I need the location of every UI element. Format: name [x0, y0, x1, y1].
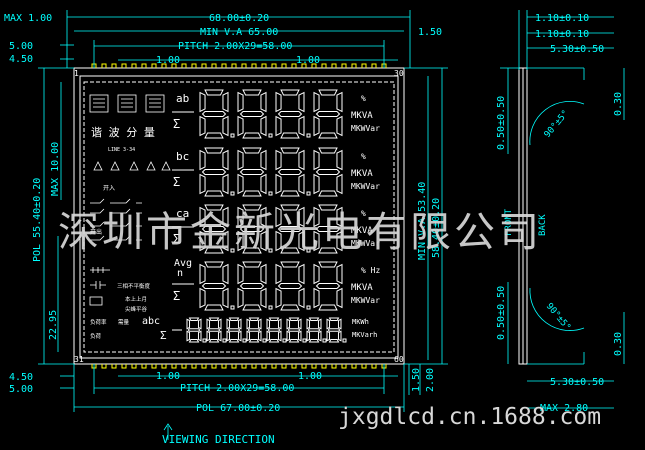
bar-icons: [89, 94, 165, 113]
energy-unit-top: MKWh: [352, 318, 369, 326]
row-unit-mid: MKVA: [351, 226, 373, 236]
row-unit-bottom: MKWVar: [351, 239, 380, 248]
side-dim-050-top: 0.50±0.50: [496, 96, 507, 150]
time-period-label: 尖峰平谷: [125, 305, 148, 313]
row-unit-mid: MKVA: [351, 283, 373, 293]
side-back-label: BACK: [538, 214, 548, 236]
side-dim-050-bottom: 0.50±0.50: [496, 286, 507, 340]
dim-top-left-max: MAX 1.00: [4, 13, 52, 24]
digit-rows: abΣ%MKVAMKWVarbcΣ%MKVAMKWVarcaΣ%MKVAMKWV…: [172, 89, 380, 311]
row-unit-top: %: [361, 94, 366, 103]
row-unit-top: % Hz: [361, 266, 380, 275]
row-unit-bottom: MKWVar: [351, 296, 380, 305]
row-unit-bottom: MKWVar: [351, 124, 380, 133]
row-unit-mid: MKVA: [351, 169, 373, 179]
energy-unit-bottom: MKVarh: [352, 331, 377, 339]
site-watermark: jxgdlcd.cn.1688.com: [338, 404, 601, 430]
row-unit-bottom: MKWVar: [351, 182, 380, 191]
month-label: 本上上月: [125, 295, 147, 303]
row-unit-top: %: [361, 152, 366, 161]
imbalance-label: 三相不平衡度: [117, 282, 151, 290]
side-front-label: FRONT: [504, 208, 514, 236]
side-dim-530-top: 5.30±0.50: [550, 44, 604, 55]
load-label-2: 负荷: [90, 332, 102, 340]
row-digits: [199, 261, 343, 311]
digit-row: bcΣ% MKVA MKWVar: [172, 147, 380, 197]
pin-label-30: 30: [394, 69, 404, 78]
dim-max-1000: MAX 10.00: [50, 142, 61, 196]
switch-icons: [90, 198, 142, 241]
dim-bottom-450: 4.50: [9, 372, 33, 383]
dim-bottom-100-left: 1.00: [156, 371, 180, 382]
energy-digits: [172, 317, 347, 343]
side-dim-530-bottom: 5.30±0.50: [550, 377, 604, 388]
viewing-direction: VIEWING DIRECTION: [162, 433, 275, 446]
row-digits: [199, 204, 343, 254]
pin-label-1: 1: [74, 69, 79, 78]
row-label-2: n: [177, 268, 183, 279]
dimension-lines: [38, 10, 448, 440]
side-dim-030-top: 0.30: [613, 92, 624, 116]
row-sigma: Σ: [173, 232, 180, 246]
pin-label-60: 60: [394, 355, 404, 364]
load-rate-label: 负荷率: [90, 318, 107, 326]
dim-top-100-left: 1.00: [156, 55, 180, 66]
dim-right-150: 1.50: [418, 27, 442, 38]
switch-out-label: 开出: [90, 228, 102, 236]
misc-icons: [89, 267, 110, 306]
digit-row: caΣ% MKVA MKWVar: [172, 204, 380, 254]
energy-sigma: Σ: [160, 329, 167, 342]
dim-top-100-right: 1.00: [296, 55, 320, 66]
dim-pitch-top: PITCH 2.00X29=58.00: [178, 41, 292, 52]
dim-pol-height: POL 55.40±0.20: [32, 178, 43, 262]
row-digits: [199, 147, 343, 197]
side-max-280: MAX 2.80: [540, 403, 588, 414]
dim-outline-width: 68.00±0.20: [209, 13, 269, 24]
row-label: ab: [176, 92, 189, 105]
line-label: LINE 3-34: [108, 147, 135, 153]
switch-in-label: 开入: [103, 185, 115, 192]
row-label: bc: [176, 150, 189, 163]
side-dim-110-a: 1.10±0.10: [535, 13, 589, 24]
dim-pol-width: POL 67.00±0.20: [196, 403, 280, 414]
side-dim-030-bottom: 0.30: [613, 332, 624, 356]
row-sigma: Σ: [173, 175, 180, 189]
harmonic-label: 谐 波 分 量: [91, 125, 155, 139]
lcd-outline: [73, 67, 405, 365]
lcd-content: 谐 波 分 量 LINE 3-34 开入 开出 三相不平衡度 本上上月 尖峰平谷…: [89, 89, 380, 343]
dim-left-500: 5.00: [9, 41, 33, 52]
energy-abc-label: abc: [142, 316, 160, 327]
dim-left-2295: 22.95: [48, 310, 59, 340]
dim-min-va-height: MIN V.A 53.40: [417, 182, 428, 260]
row-label: Avg: [174, 258, 192, 269]
side-dim-110-b: 1.10±0.10: [535, 29, 589, 40]
row-digits: [199, 89, 343, 139]
row-sigma: Σ: [173, 289, 180, 303]
lamp-icons: [93, 161, 171, 171]
pin-label-31: 31: [74, 355, 84, 364]
dim-bottom-500: 5.00: [9, 384, 33, 395]
dim-bottom-200: 2.00: [425, 368, 436, 392]
dim-min-va: MIN V.A 65.00: [200, 27, 278, 38]
row-unit-top: %: [361, 209, 366, 218]
row-unit-mid: MKVA: [351, 111, 373, 121]
dim-bottom-150: 1.50: [411, 368, 422, 392]
company-watermark: 深圳市金新光电有限公司: [58, 208, 542, 256]
row-sigma: Σ: [173, 117, 180, 131]
row-label: ca: [176, 207, 189, 220]
digit-row: abΣ% MKVA MKWVar: [172, 89, 380, 139]
dim-bottom-100-right: 1.00: [298, 371, 322, 382]
demand-label: 需量: [118, 319, 130, 326]
dim-pitch-bottom: PITCH 2.00X29=58.00: [180, 383, 294, 394]
dim-left-450: 4.50: [9, 54, 33, 65]
dim-outline-height: 58.40±0.20: [431, 198, 442, 258]
